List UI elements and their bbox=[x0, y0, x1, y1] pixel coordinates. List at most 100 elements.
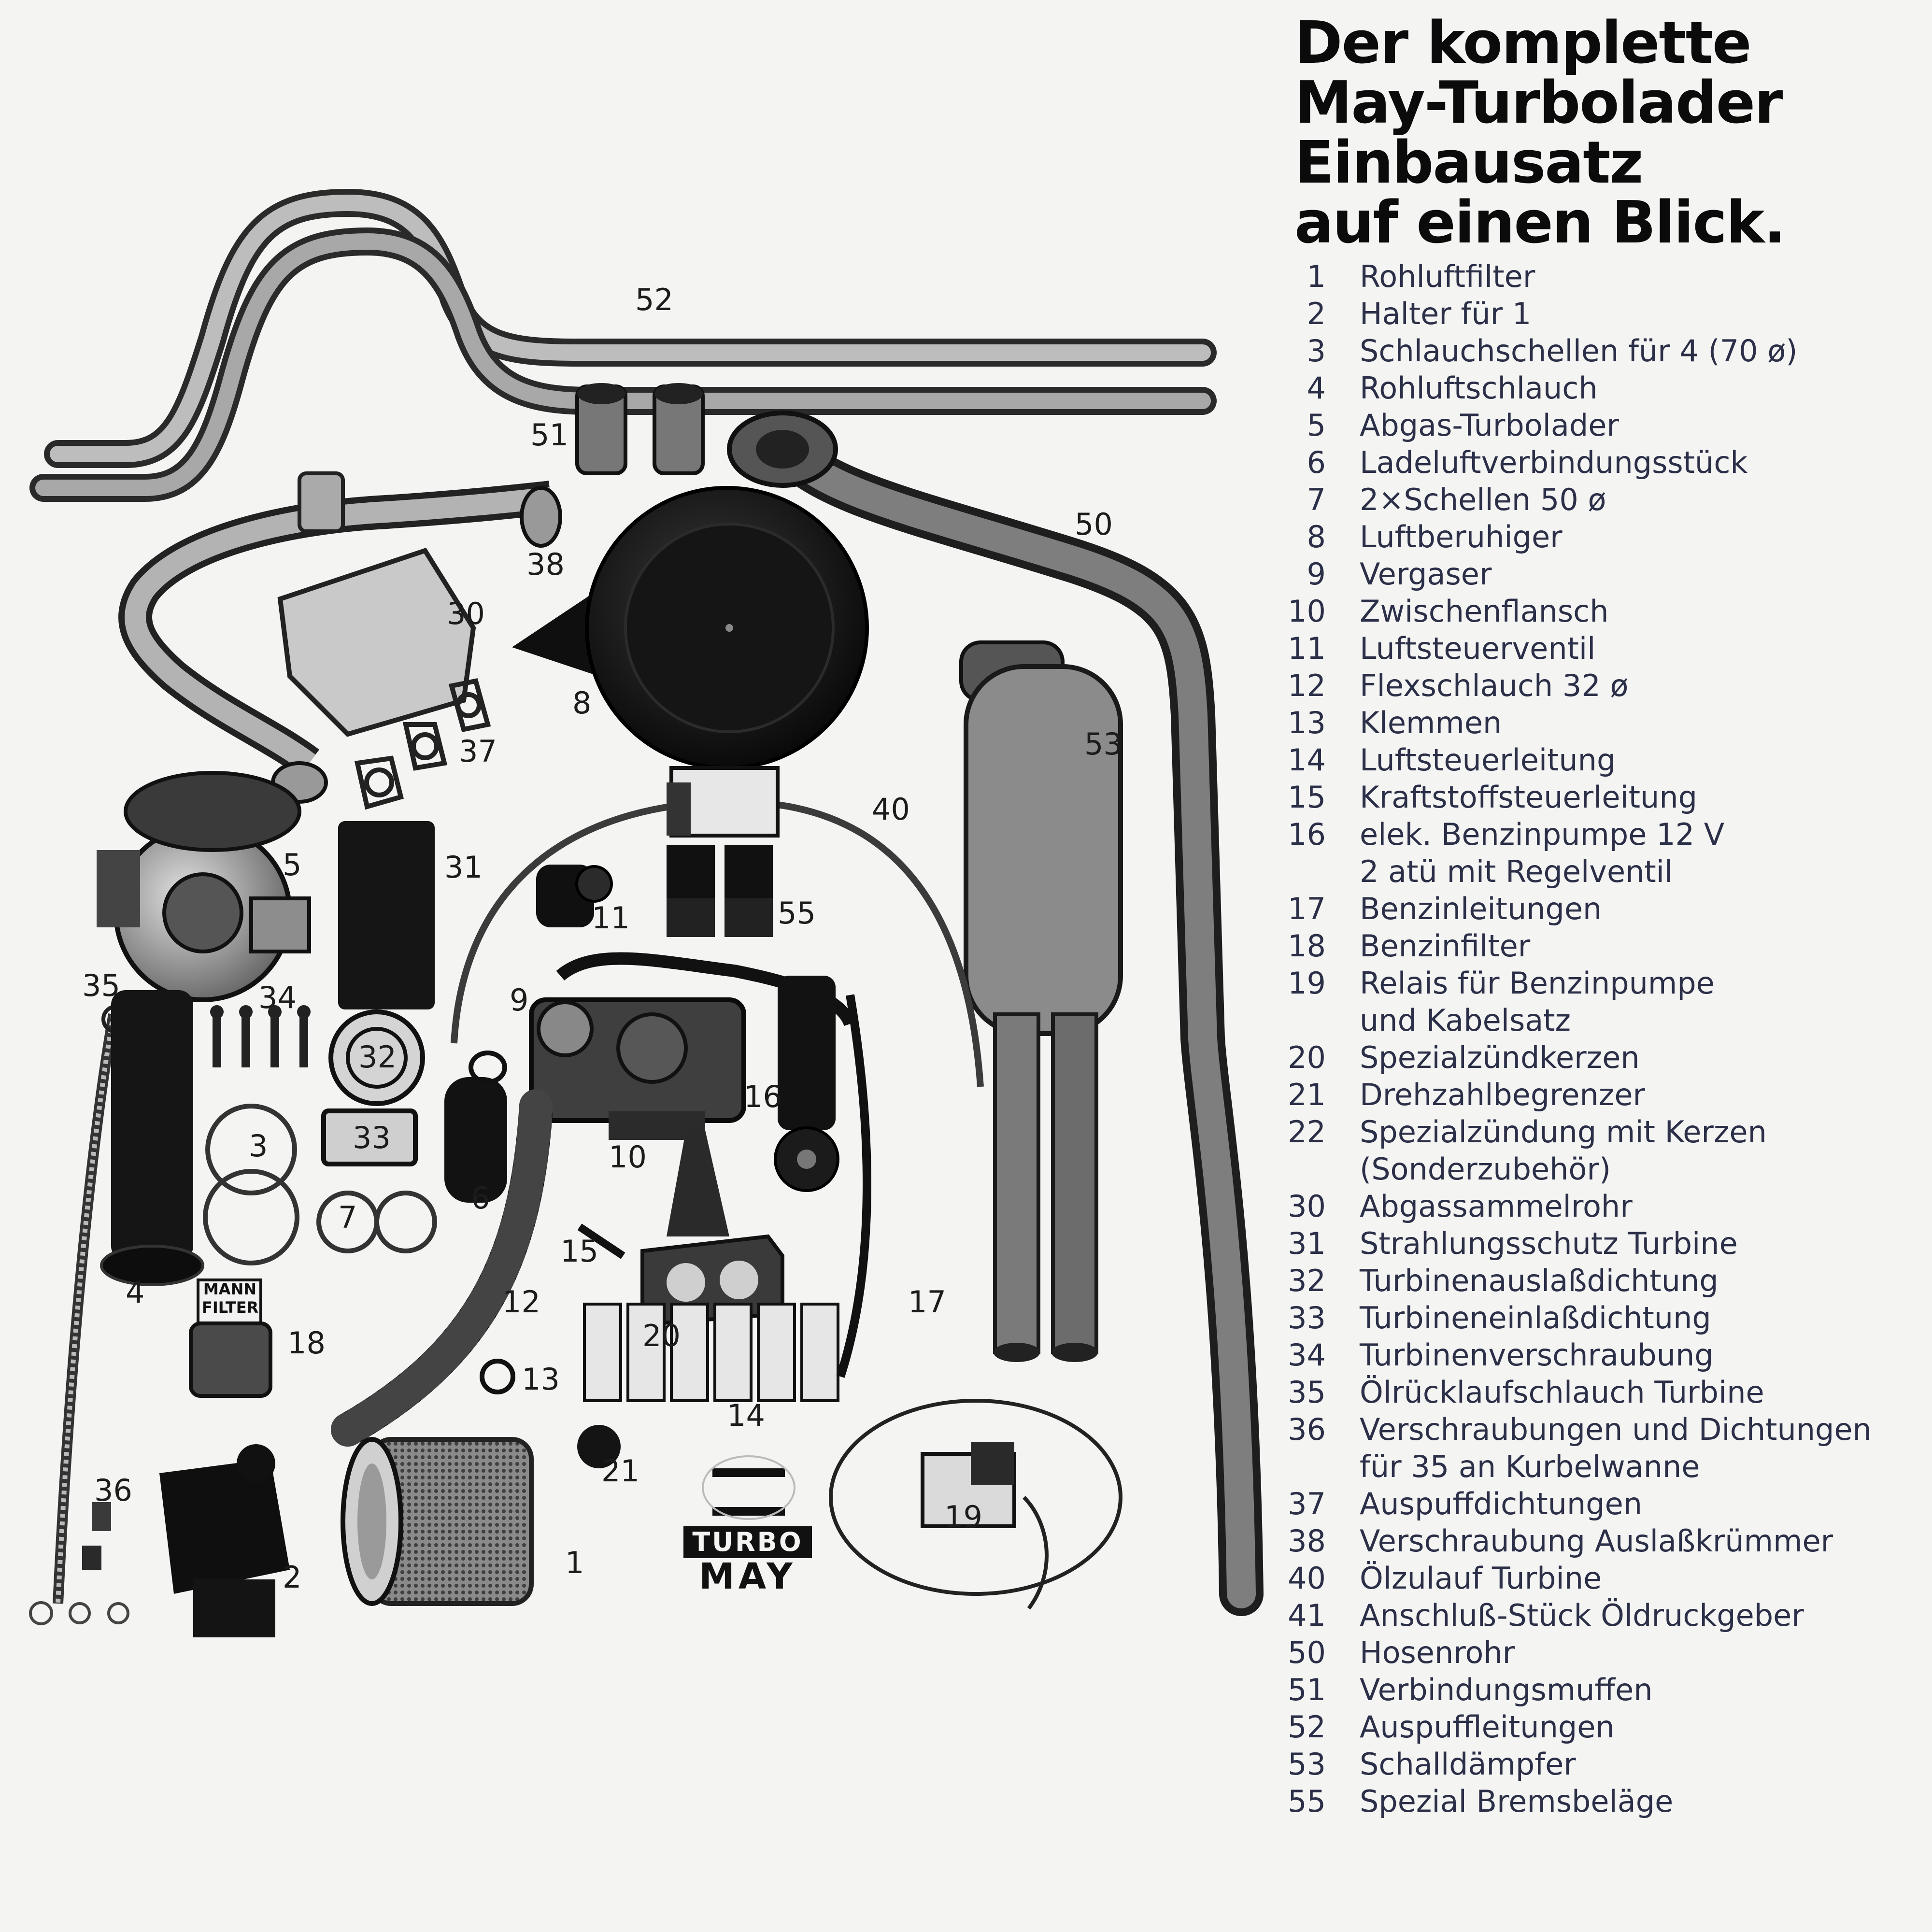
callout-number: 17 bbox=[908, 1284, 946, 1320]
legend-label: Turbineneinlaßdichtung bbox=[1360, 1300, 1711, 1335]
legend-item: 40 Ölzulauf Turbine bbox=[1282, 1560, 1920, 1597]
legend-label: Relais für Benzinpumpe bbox=[1360, 966, 1715, 1001]
callout-number: 20 bbox=[642, 1318, 681, 1353]
legend-label: Benzinfilter bbox=[1360, 928, 1531, 964]
air-control-lines bbox=[702, 1455, 796, 1520]
air-calmer bbox=[512, 486, 869, 770]
callout-number: 13 bbox=[522, 1362, 560, 1397]
legend-label: Ölrücklaufschlauch Turbine bbox=[1360, 1375, 1764, 1410]
spark-plugs bbox=[583, 1303, 839, 1402]
legend-number: 33 bbox=[1288, 1300, 1326, 1335]
brake-pads bbox=[667, 766, 780, 937]
legend-label: Schlauchschellen für 4 (70 ø) bbox=[1360, 333, 1798, 369]
relay-and-wiring bbox=[829, 1399, 1122, 1610]
legend-number: 22 bbox=[1288, 1114, 1326, 1150]
rev-limiter bbox=[577, 1425, 621, 1468]
legend-number: 8 bbox=[1307, 519, 1326, 554]
legend-label: Kraftstoffsteuerleitung bbox=[1360, 780, 1697, 815]
callout-number: 21 bbox=[601, 1453, 639, 1489]
carburettor bbox=[529, 952, 856, 1140]
callout-number: 4 bbox=[126, 1275, 145, 1310]
callout-number: 37 bbox=[459, 734, 497, 769]
exhaust-gaskets bbox=[354, 678, 491, 810]
legend-number: 10 bbox=[1288, 594, 1326, 629]
legend-number: 50 bbox=[1288, 1635, 1326, 1670]
exhaust-pipes bbox=[29, 188, 1217, 502]
turbocharger bbox=[97, 771, 311, 1002]
callout-number: 15 bbox=[560, 1234, 598, 1269]
title-line: Einbausatz bbox=[1294, 129, 1643, 197]
callout-number: 52 bbox=[635, 282, 673, 317]
legend-number: 13 bbox=[1288, 705, 1326, 740]
callout-number: 32 bbox=[358, 1039, 397, 1075]
legend-number: 51 bbox=[1288, 1672, 1326, 1707]
legend-label: Rohluftfilter bbox=[1360, 259, 1535, 294]
raw-air-hose bbox=[100, 990, 204, 1286]
legend-label: Spezial Bremsbeläge bbox=[1360, 1784, 1674, 1819]
legend-label: elek. Benzinpumpe 12 V bbox=[1360, 817, 1725, 852]
legend-number: 30 bbox=[1288, 1189, 1326, 1224]
legend-label: Verschraubungen und Dichtungen bbox=[1360, 1412, 1872, 1447]
title-line: Der komplette bbox=[1294, 10, 1752, 77]
legend-label: Spezialzündung mit Kerzen bbox=[1360, 1114, 1767, 1150]
legend-label: Turbinenauslaßdichtung bbox=[1360, 1263, 1719, 1298]
callout-number: 8 bbox=[572, 685, 592, 721]
legend-number: 40 bbox=[1288, 1561, 1326, 1596]
legend-label: Rohluftschlauch bbox=[1360, 370, 1598, 406]
mann-filter-label: MANN FILTER bbox=[202, 1280, 259, 1317]
legend-label: Luftsteuerventil bbox=[1360, 631, 1596, 666]
legend-number: 14 bbox=[1288, 742, 1326, 778]
hose-clamps bbox=[203, 1104, 437, 1265]
callout-number: 14 bbox=[727, 1398, 765, 1433]
callout-number: 55 bbox=[778, 895, 816, 931]
legend-number: 17 bbox=[1288, 891, 1326, 926]
legend-label: Klemmen bbox=[1360, 705, 1502, 740]
callout-number: 12 bbox=[502, 1284, 540, 1320]
legend-item: und Kabelsatz bbox=[1282, 1002, 1920, 1039]
logo-turbo: TURBO bbox=[683, 1526, 812, 1558]
legend-number: 32 bbox=[1288, 1263, 1326, 1298]
callout-number: 5 bbox=[283, 847, 302, 882]
legend-label: 2 atü mit Regelventil bbox=[1360, 854, 1673, 889]
legend-number: 5 bbox=[1307, 408, 1326, 443]
clamps bbox=[480, 1359, 515, 1394]
raw-air-filter bbox=[341, 1437, 534, 1606]
legend-number: 34 bbox=[1288, 1337, 1326, 1373]
exhaust-manifold bbox=[118, 471, 562, 804]
turbine-bolts bbox=[210, 1005, 311, 1067]
callout-number: 2 bbox=[283, 1560, 302, 1595]
callout-number: 9 bbox=[510, 982, 529, 1018]
legend-label: Flexschlauch 32 ø bbox=[1360, 668, 1629, 703]
legend-label: Ölzulauf Turbine bbox=[1360, 1561, 1602, 1596]
turbo-may-logo: TURBO MAY bbox=[675, 1526, 820, 1595]
legend-number: 38 bbox=[1288, 1523, 1326, 1559]
legend-number: 53 bbox=[1288, 1747, 1326, 1782]
callout-number: 18 bbox=[287, 1325, 326, 1361]
callout-number: 38 bbox=[526, 547, 565, 582]
legend-label: Spezialzündkerzen bbox=[1360, 1040, 1640, 1075]
fuel-lines bbox=[836, 994, 871, 1378]
legend-item: (Sonderzubehör) bbox=[1282, 1151, 1920, 1188]
legend-number: 6 bbox=[1307, 445, 1326, 480]
legend-number: 2 bbox=[1307, 296, 1326, 331]
callout-number: 3 bbox=[249, 1128, 268, 1164]
